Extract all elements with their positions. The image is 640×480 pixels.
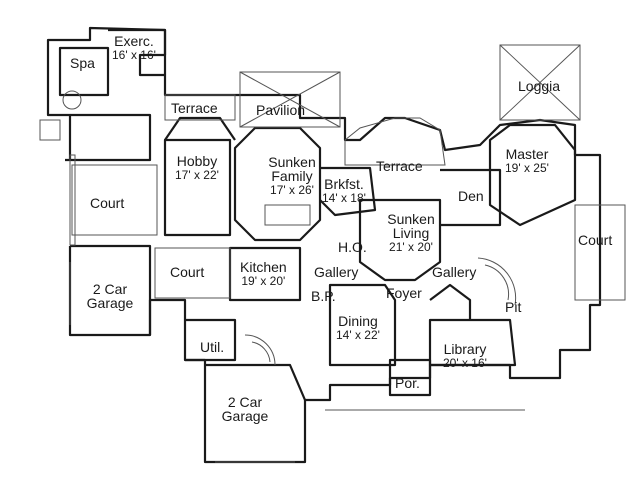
room-label-hobby: Hobby 17' x 22': [175, 154, 219, 181]
pavilion-outline: [239, 71, 341, 128]
room-label-master: Master 19' x 25': [505, 147, 549, 174]
bottom-garage-wall: [205, 363, 307, 401]
center-terrace-outline: [344, 117, 446, 166]
room-label-porch: Por.: [395, 375, 420, 391]
court-right-outline: [574, 204, 626, 301]
room-label-court-right: Court: [578, 232, 613, 248]
right-stair: [477, 257, 517, 306]
room-label-court-middle: Court: [170, 264, 205, 280]
room-label-sunken-family: Sunken Family 17' x 26': [262, 155, 322, 196]
room-label-court-upper-left: Court: [90, 195, 125, 211]
dining-wall: [328, 283, 397, 367]
room-name: Sunken Family: [268, 154, 316, 184]
pavilion-beams: [239, 71, 341, 128]
court-middle-outline: [154, 247, 231, 299]
room-label-den: Den: [458, 188, 484, 204]
utility-wall: [185, 318, 237, 362]
room-label-home-office: H.O.: [338, 239, 367, 255]
lower-left-wing-wall: [70, 113, 152, 162]
hobby-bay-wall: [164, 116, 236, 141]
spa-wall: [58, 46, 110, 97]
den-wall: [440, 168, 502, 227]
master-wall: [488, 123, 577, 227]
room-name: Hobby: [176, 153, 218, 169]
room-label-spa: Spa: [70, 55, 95, 71]
room-name: Dining: [338, 313, 378, 329]
family-table: [264, 204, 311, 226]
room-dimensions: 20' x 16': [443, 356, 487, 370]
loggia-outline: [499, 44, 581, 121]
room-name: Kitchen: [240, 259, 287, 275]
left-garage-wall: [70, 244, 152, 335]
room-dimensions: 16' x 16': [112, 48, 156, 62]
bottom-stair: [244, 334, 276, 366]
exterior-wall: [46, 26, 602, 464]
family-octagon-wall: [233, 126, 322, 242]
room-label-dining: Dining 14' x 22': [336, 314, 380, 341]
room-label-terrace-left: Terrace: [171, 100, 218, 116]
porch-wall: [388, 358, 432, 397]
room-dimensions: 19' x 25': [505, 161, 549, 175]
entry-step: [39, 119, 61, 141]
library-wall: [428, 318, 517, 367]
room-dimensions: 19' x 20': [241, 274, 286, 288]
room-label-exercise: Exerc. 16' x 16': [112, 34, 156, 61]
living-wall: [358, 198, 442, 282]
room-label-butler-pantry: B.P.: [311, 288, 336, 304]
bottom-stair-inner: [251, 341, 271, 363]
room-label-sunken-living: Sunken Living 21' x 20': [381, 212, 441, 253]
room-label-garage-left: 2 Car Garage: [86, 281, 134, 311]
room-label-pavilion: Pavilion: [256, 102, 306, 118]
court-upper-left-bay: [69, 154, 76, 246]
room-dimensions: 14' x 18': [322, 191, 366, 205]
room-label-gallery-left: Gallery: [314, 264, 359, 280]
room-dimensions: 14' x 22': [336, 328, 380, 342]
hobby-wall: [163, 138, 232, 237]
right-stair-inner: [484, 264, 510, 301]
room-label-utility: Util.: [200, 339, 225, 355]
room-label-kitchen: Kitchen 19' x 20': [240, 260, 287, 287]
room-label-loggia: Loggia: [518, 78, 561, 94]
room-name: Sunken Living: [387, 211, 435, 241]
room-name: Library: [443, 341, 487, 357]
exercise-wall: [108, 28, 167, 75]
room-name: Exerc.: [114, 33, 154, 49]
spa-tub: [62, 90, 82, 110]
library-bay-wall: [429, 283, 472, 320]
room-dimensions: 17' x 22': [175, 168, 219, 182]
room-label-gallery-right: Gallery: [432, 264, 477, 280]
room-dimensions: 17' x 26': [270, 183, 314, 197]
room-dimensions: 21' x 20': [389, 240, 433, 254]
court-upper-left-outline: [71, 164, 158, 236]
room-label-breakfast: Brkfst. 14' x 18': [322, 177, 366, 204]
room-name: Brkfst.: [324, 176, 364, 192]
terrace-left-outline: [164, 94, 236, 121]
breakfast-wall: [319, 166, 377, 217]
room-label-garage-bottom: 2 Car Garage: [221, 394, 269, 424]
room-label-library: Library 20' x 16': [443, 342, 487, 369]
room-name: Master: [505, 146, 549, 162]
room-label-foyer: Foyer: [386, 285, 422, 301]
room-label-terrace-center: Terrace: [376, 158, 423, 174]
room-label-pit: Pit: [505, 299, 522, 315]
